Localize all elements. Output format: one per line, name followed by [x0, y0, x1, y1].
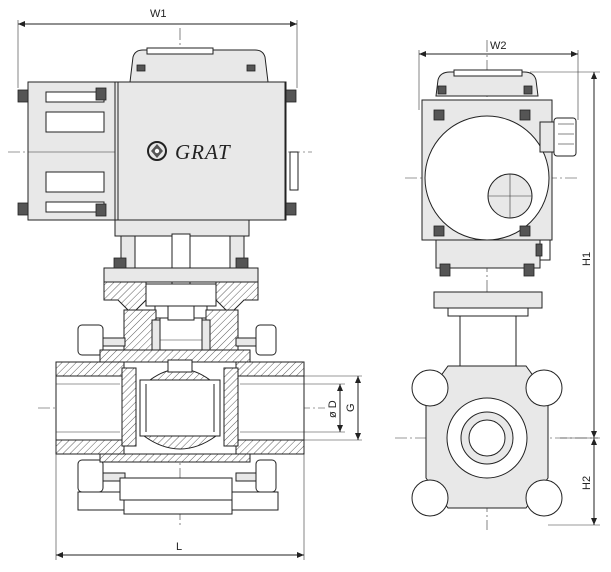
dimension-d: ø D — [304, 383, 345, 433]
dimension-w2-label: W2 — [490, 40, 507, 52]
valve-body-side — [411, 365, 563, 517]
side-mounting-plate — [433, 291, 543, 367]
dimension-w2: W2 — [418, 40, 579, 120]
actuator-side-body — [421, 99, 553, 241]
dimension-h2: H2 — [548, 438, 600, 526]
dimension-l: L — [55, 454, 305, 560]
valve-body-section — [55, 349, 305, 463]
dimension-d-label: ø D — [327, 400, 339, 418]
dimension-w1-label: W1 — [150, 8, 167, 20]
dimension-h1: H1 — [530, 71, 600, 439]
dimension-l-label: L — [176, 541, 182, 553]
dimension-g: G — [304, 375, 362, 441]
actuator-top-cap — [129, 47, 269, 83]
brand-logo: GRAT — [147, 140, 231, 164]
body-bolts-front — [77, 324, 279, 515]
brand-name: GRAT — [175, 140, 231, 164]
brand-mark-icon — [147, 141, 167, 161]
actuator-side-top — [435, 69, 539, 97]
actuator-body — [17, 81, 299, 221]
dimension-w1: W1 — [17, 8, 298, 88]
bolt-boss-bottom-left — [411, 479, 449, 517]
dimension-h2-label: H2 — [581, 476, 593, 490]
bolt-boss-top-left — [411, 369, 449, 407]
actuator-side-lower — [435, 239, 551, 277]
cable-gland — [539, 117, 577, 157]
bolt-boss-bottom-right — [525, 479, 563, 517]
bolt-boss-top-right — [525, 369, 563, 407]
dimension-h1-label: H1 — [581, 252, 593, 266]
dimension-g-label: G — [345, 403, 357, 412]
side-view: W2 H1 H2 — [395, 40, 600, 530]
front-view: GRAT — [8, 8, 362, 560]
mounting-bracket — [103, 219, 259, 319]
